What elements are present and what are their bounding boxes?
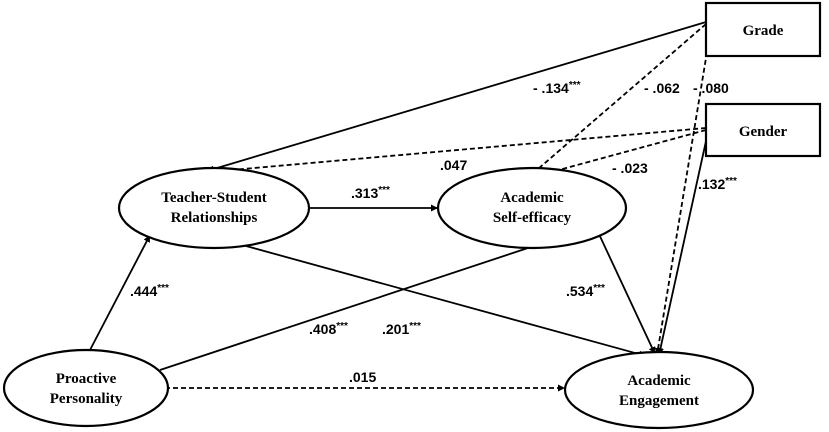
node-academic-engagement: Academic Engagement [563,350,755,430]
node-gender: Gender [704,102,822,158]
path-proactive-personality-to-teacher-student-relationships [89,234,151,351]
coef-tsr-ae: .201*** [382,321,421,337]
node-proactive-personality: Proactive Personality [2,348,170,428]
coef-pp-tsr: .444*** [130,283,169,299]
gender-box [704,102,822,158]
teacher-student-relationships-label-line1: Teacher-Student [161,190,267,206]
node-teacher-student-relationships: Teacher-Student Relationships [117,166,311,250]
proactive-personality-ellipse [2,348,170,428]
proactive-personality-label-line2: Personality [50,391,123,407]
path-gender-to-teacher-student-relationships [208,127,707,175]
path-teacher-student-relationships-to-academic-engagement [245,245,647,358]
academic-engagement-label-line2: Engagement [619,393,699,409]
path-academic-self-efficacy-to-academic-engagement [597,231,656,355]
coef-tsr-ase: .313*** [351,185,390,201]
coef-pp-ase: .408*** [309,321,348,337]
node-grade: Grade [704,1,822,58]
path-grade-to-academic-engagement [654,51,708,356]
path-gender-to-academic-engagement [657,131,709,356]
grade-label: Grade [743,23,784,39]
coefficients: - .134*** - .062 - .080 .047 - .023 .132… [130,80,737,385]
academic-engagement-ellipse [563,350,755,430]
grade-box [704,1,822,58]
coef-grade-ae: - .080 [693,80,729,96]
path-grade-to-academic-self-efficacy [530,23,707,176]
coef-pp-ae: .015 [349,369,376,385]
path-grade-to-teacher-student-relationships [206,21,707,173]
coef-gender-ae: .132*** [698,176,737,192]
academic-self-efficacy-label-line2: Self-efficacy [493,210,572,226]
gender-label: Gender [739,124,788,140]
coef-grade-ase: - .062 [644,80,680,96]
coef-ase-ae: .534*** [566,283,605,299]
node-academic-self-efficacy: Academic Self-efficacy [436,166,628,250]
coef-gender-ase: - .023 [612,160,648,176]
academic-self-efficacy-ellipse [436,166,628,250]
proactive-personality-label-line1: Proactive [56,371,117,387]
teacher-student-relationships-ellipse [117,166,311,250]
coef-gender-tsr: .047 [440,157,467,173]
academic-engagement-label-line1: Academic [627,373,691,389]
teacher-student-relationships-label-line2: Relationships [171,210,258,226]
paths [89,21,709,392]
path-gender-to-academic-self-efficacy [532,129,707,179]
academic-self-efficacy-label-line1: Academic [500,190,564,206]
path-proactive-personality-to-academic-self-efficacy [159,242,541,371]
coef-grade-tsr: - .134*** [533,80,581,96]
